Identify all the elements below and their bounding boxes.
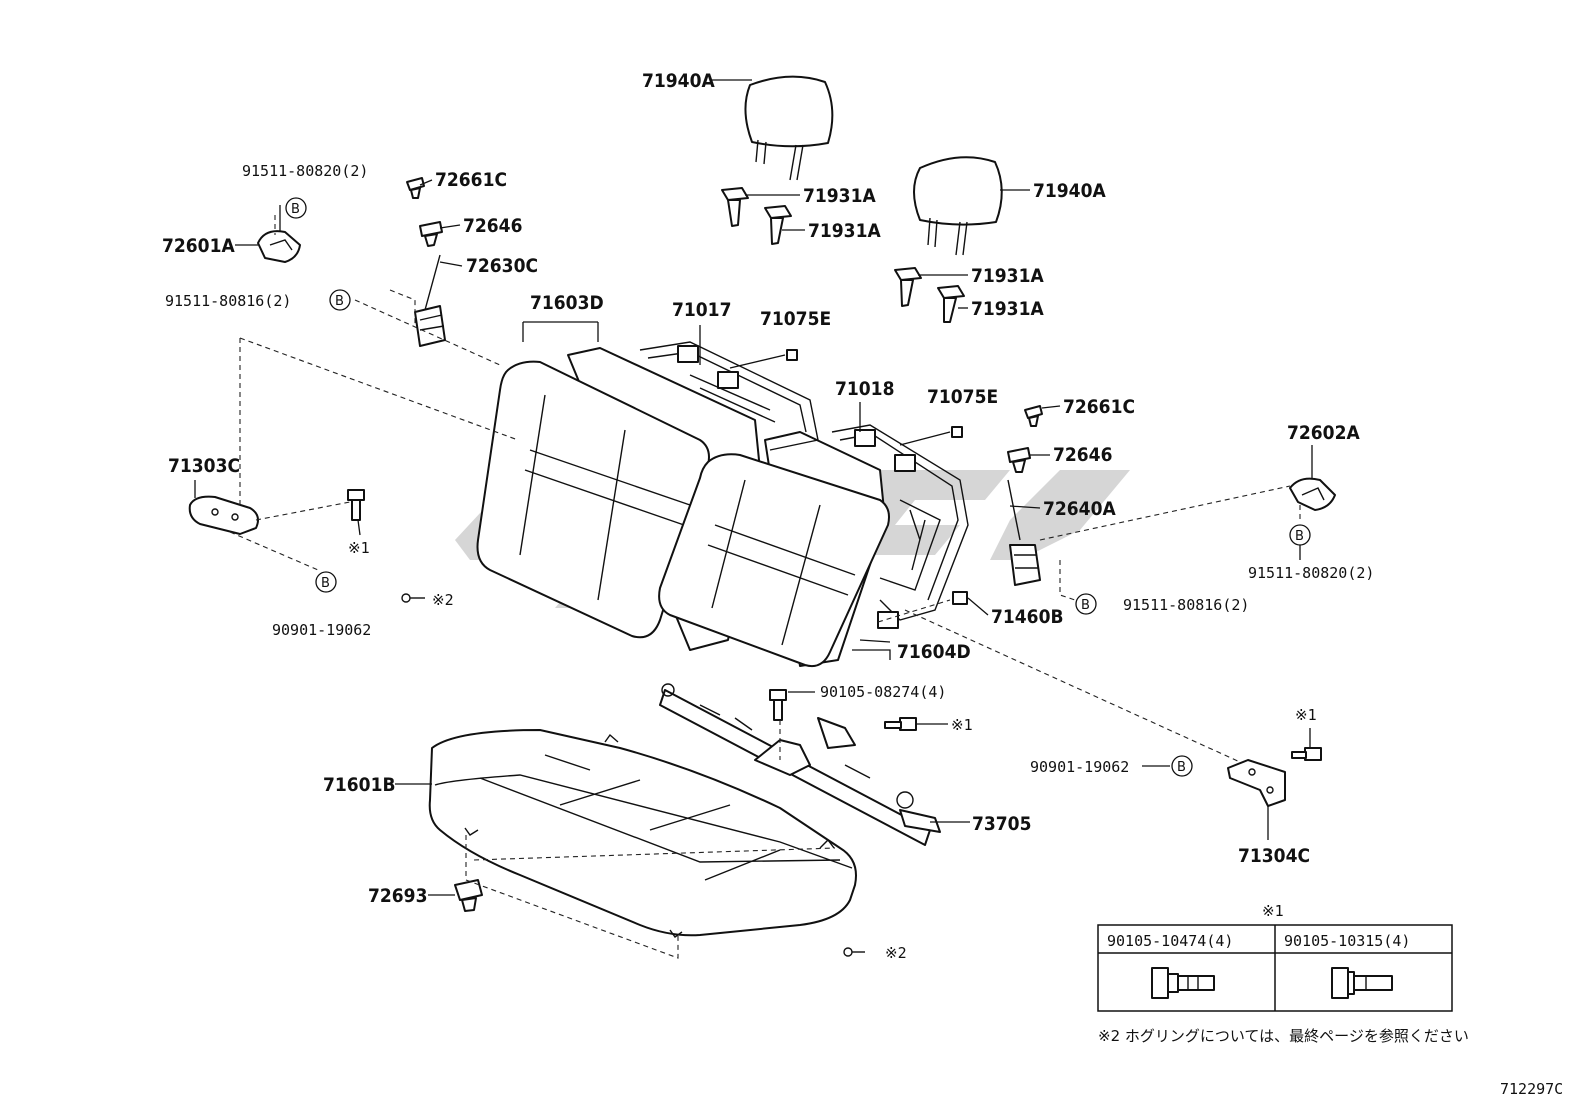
leader-lines <box>194 79 1313 896</box>
bolt-stepped-icon <box>1331 967 1393 999</box>
part-label: ※2 <box>885 944 907 962</box>
part-label: 91511-80816(2) <box>1123 596 1249 614</box>
part-label: 71603D <box>530 292 604 314</box>
part-label: 91511-80820(2) <box>1248 564 1374 582</box>
circle-marker-label: B <box>321 576 330 591</box>
headrest-right <box>913 156 1003 256</box>
seatback-frame-left <box>639 341 819 451</box>
part-label: ※1 <box>951 716 973 734</box>
circle-marker-label: B <box>1295 529 1304 544</box>
part-label: ※1 <box>1295 706 1317 724</box>
footnote: ※2 ホグリングについては、最終ページを参照ください <box>1098 1027 1469 1045</box>
part-label: 71303C <box>168 455 240 477</box>
part-label: 90105-08274(4) <box>820 683 946 701</box>
part-labels: 71940A 71940A 71931A 71931A 71931A 71931… <box>162 70 1374 962</box>
part-label: 71931A <box>803 185 876 207</box>
lock-assy-left-icon <box>414 254 446 347</box>
part-label: 72661C <box>435 169 507 191</box>
part-label: 71075E <box>760 308 831 330</box>
table-col2-header: 90105-10315(4) <box>1284 932 1410 950</box>
hinge-bar <box>659 683 941 846</box>
part-label: 71604D <box>897 641 971 663</box>
seat-cushion-hooks <box>464 733 835 938</box>
part-label: 71931A <box>971 265 1044 287</box>
bracket-71303C-icon <box>188 495 259 535</box>
part-label: 71601B <box>323 774 396 796</box>
part-label: 71931A <box>808 220 881 242</box>
part-label: 72646 <box>463 215 522 237</box>
bracket-71304C-icon <box>1227 759 1286 807</box>
part-label: 71304C <box>1238 845 1310 867</box>
part-label: 72693 <box>368 885 427 907</box>
part-label: 72602A <box>1287 422 1360 444</box>
seatback-frame-right <box>831 424 969 629</box>
circle-marker-label: B <box>1177 760 1186 775</box>
part-label: 71940A <box>642 70 715 92</box>
bolt-legend-table: ※1 90105-10474(4) 90105-10315(4) <box>1097 902 1453 1012</box>
part-label: 71018 <box>835 378 894 400</box>
part-label: 72630C <box>466 255 538 277</box>
part-label: 72661C <box>1063 396 1135 418</box>
circle-marker-label: B <box>335 294 344 309</box>
circle-marker-icon: B B B B B B <box>285 197 1311 777</box>
part-label: 71075E <box>927 386 998 408</box>
table-title: ※1 <box>1262 902 1284 920</box>
headrest-guide-icon <box>721 187 965 323</box>
part-label: 73705 <box>972 813 1031 835</box>
headrest-left <box>744 75 834 181</box>
part-label: ※2 <box>432 591 454 609</box>
part-label: 90901-19062 <box>272 621 371 639</box>
knob-icon <box>406 177 1043 473</box>
seatback-right <box>658 431 890 668</box>
striker-cover-72601A-icon <box>257 230 301 263</box>
figure-id: 712297C <box>1500 1080 1563 1098</box>
circle-marker-label: B <box>291 202 300 217</box>
part-label: 71460B <box>991 606 1064 628</box>
lock-assy-right-icon <box>1007 479 1041 586</box>
hog-ring-icon <box>401 593 865 957</box>
part-label: 71931A <box>971 298 1044 320</box>
part-label: 91511-80816(2) <box>165 292 291 310</box>
striker-cover-72602A-icon <box>1289 477 1336 511</box>
part-label: 90901-19062 <box>1030 758 1129 776</box>
part-label: 72646 <box>1053 444 1112 466</box>
bolt-flange-icon <box>1151 967 1215 999</box>
part-label: 71017 <box>672 299 731 321</box>
bolt-icon <box>347 349 1322 761</box>
part-label: 72601A <box>162 235 235 257</box>
circle-marker-label: B <box>1081 598 1090 613</box>
table-col1-header: 90105-10474(4) <box>1107 932 1233 950</box>
part-label: ※1 <box>348 539 370 557</box>
seat-cushion <box>428 729 857 937</box>
assembly-lines <box>229 215 1301 959</box>
part-label: 71940A <box>1033 180 1106 202</box>
clip-72693-icon <box>454 879 483 912</box>
part-label: 91511-80820(2) <box>242 162 368 180</box>
part-label: 72640A <box>1043 498 1116 520</box>
